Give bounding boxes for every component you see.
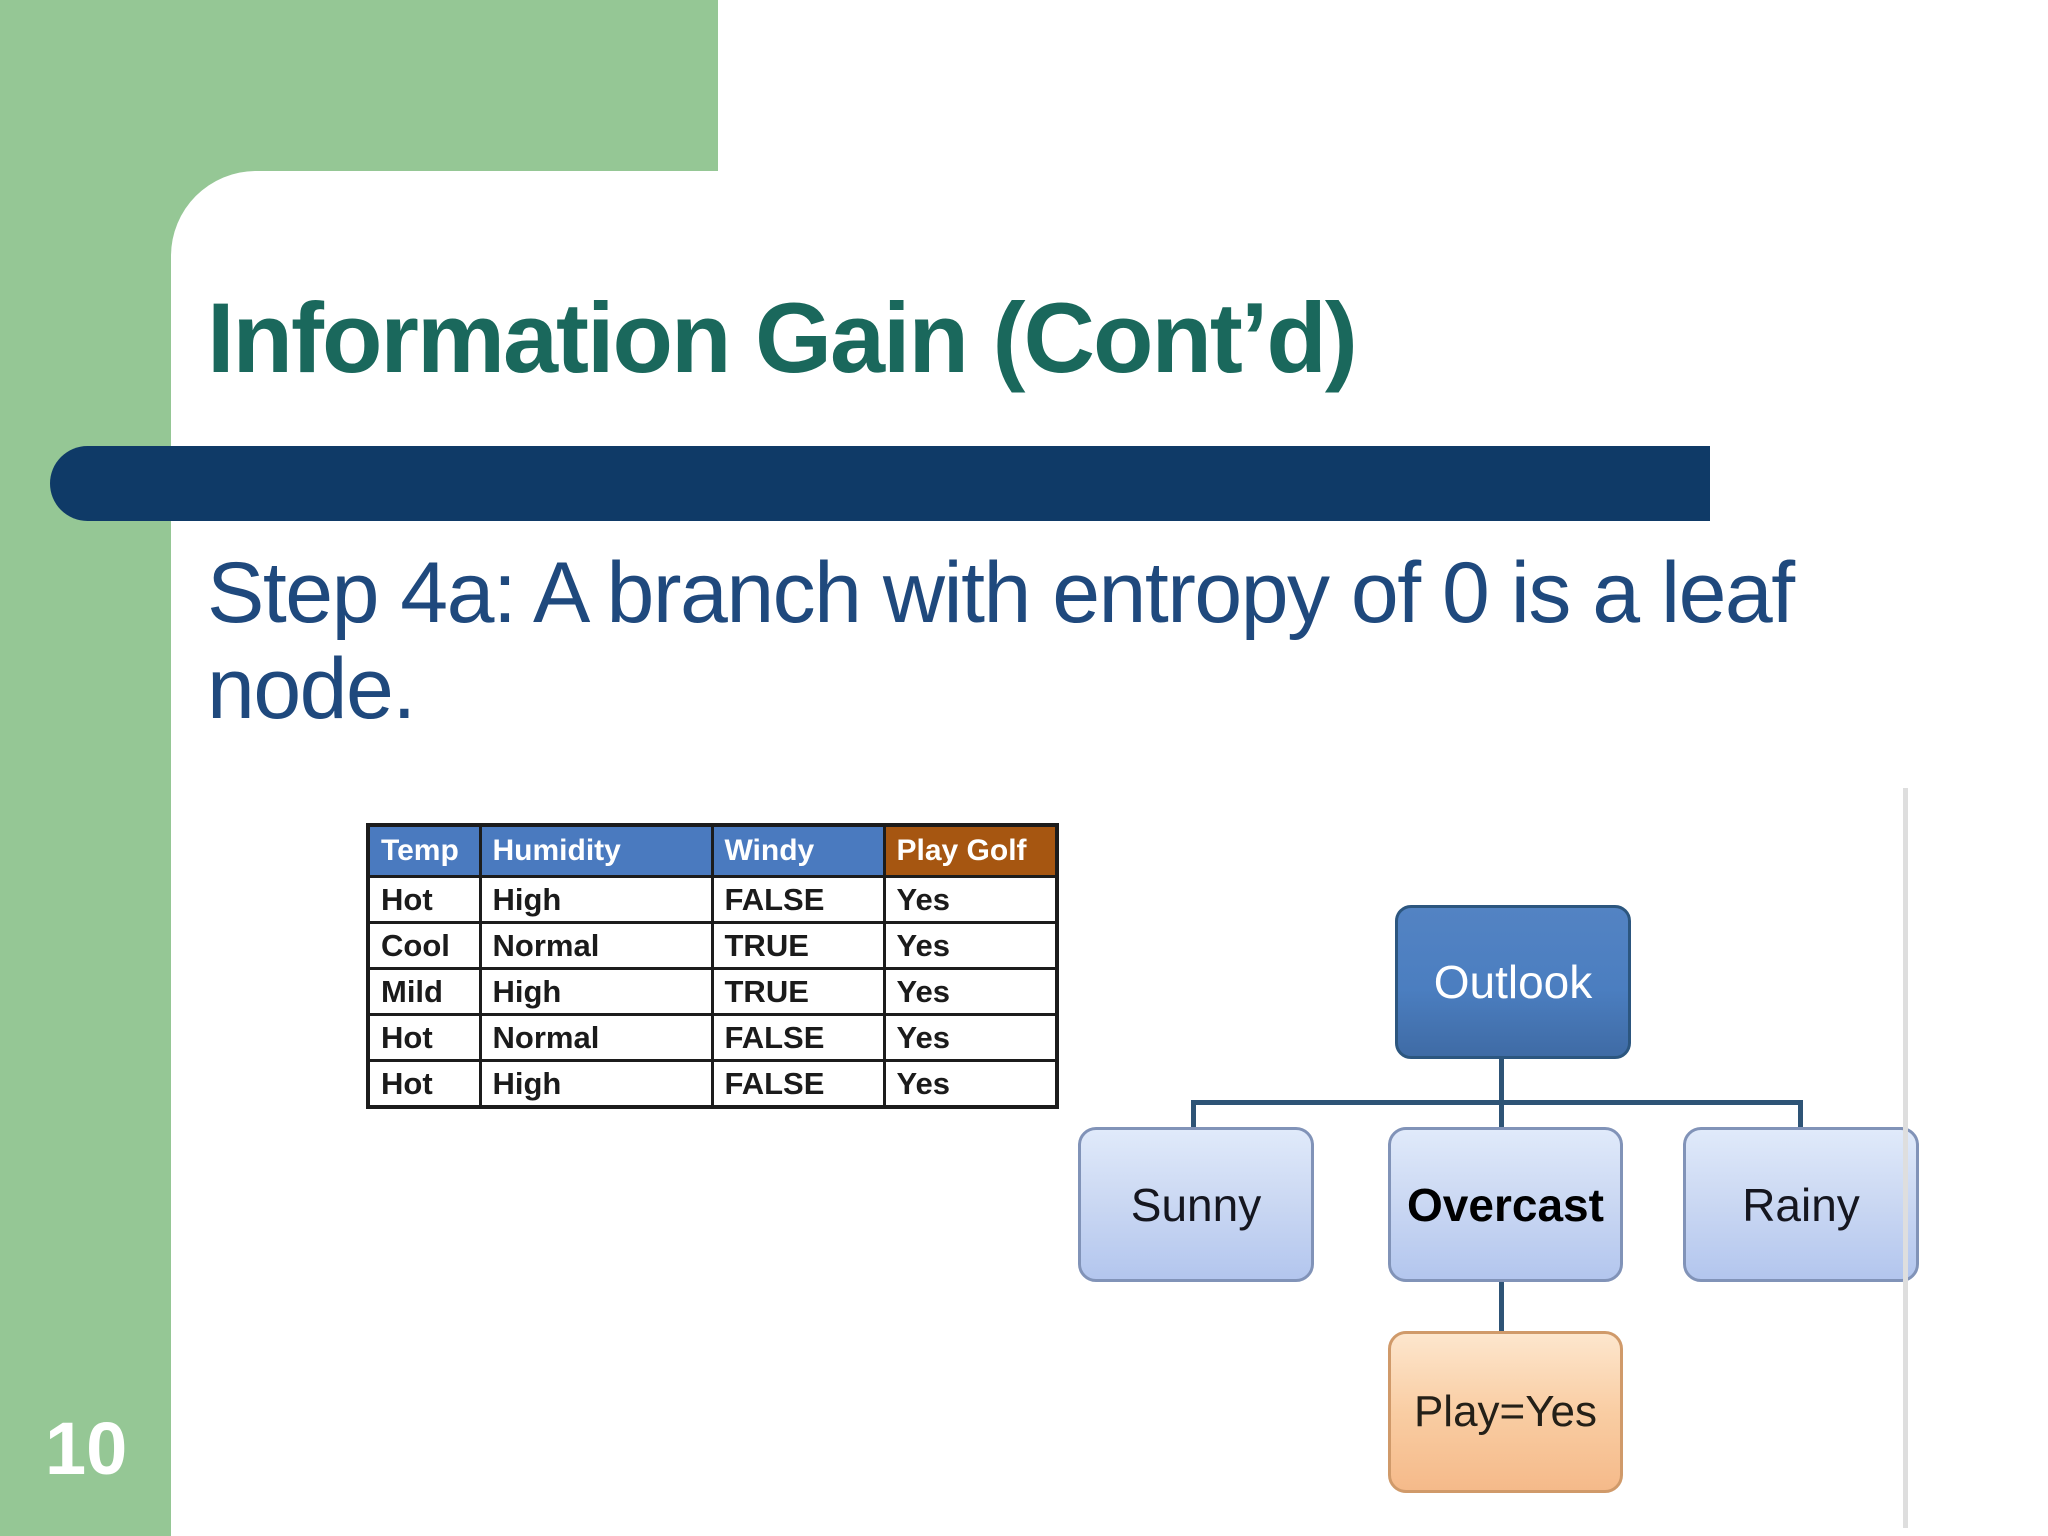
table-cell: FALSE: [710, 1059, 886, 1109]
connector-sunny-down: [1191, 1100, 1196, 1130]
table-cell: Yes: [882, 921, 1059, 970]
column-header-windy: Windy: [710, 823, 886, 878]
table-cell: High: [478, 875, 714, 924]
table-cell: Yes: [882, 1013, 1059, 1062]
image-edge-line: [1903, 788, 1908, 1528]
tree-node-rainy: Rainy: [1683, 1127, 1919, 1282]
table-cell: Hot: [366, 875, 482, 924]
tree-node-sunny: Sunny: [1078, 1127, 1314, 1282]
golf-data-table: Temp Humidity Windy Play Golf Hot High F…: [366, 823, 1059, 1109]
table-row: Mild High TRUE Yes: [366, 967, 1059, 1016]
table-row: Hot Normal FALSE Yes: [366, 1013, 1059, 1062]
table-row: Hot High FALSE Yes: [366, 875, 1059, 924]
table-cell: Yes: [882, 875, 1059, 924]
connector-branch-line: [1191, 1100, 1803, 1105]
table-cell: Yes: [882, 1059, 1059, 1109]
body-text: Step 4a: A branch with entropy of 0 is a…: [207, 545, 1795, 737]
table-row: Hot High FALSE Yes: [366, 1059, 1059, 1109]
tree-node-outlook: Outlook: [1395, 905, 1631, 1059]
slide-title: Information Gain (Cont’d): [207, 282, 1358, 393]
green-sidebar: [0, 0, 171, 1536]
connector-overcast-down: [1499, 1100, 1504, 1130]
table-cell: Hot: [366, 1013, 482, 1062]
table-cell: FALSE: [710, 1013, 886, 1062]
tree-node-overcast: Overcast: [1388, 1127, 1623, 1282]
table-cell: High: [478, 967, 714, 1016]
column-header-play-golf: Play Golf: [882, 823, 1059, 878]
table-cell: TRUE: [710, 967, 886, 1016]
table-cell: Normal: [478, 921, 714, 970]
page-number: 10: [45, 1407, 128, 1490]
column-header-temp: Temp: [366, 823, 482, 878]
connector-root-down: [1499, 1053, 1504, 1100]
tree-node-play-yes: Play=Yes: [1388, 1331, 1623, 1493]
table-cell: Mild: [366, 967, 482, 1016]
table-cell: Normal: [478, 1013, 714, 1062]
table-cell: Hot: [366, 1059, 482, 1109]
table-cell: FALSE: [710, 875, 886, 924]
table-header-row: Temp Humidity Windy Play Golf: [366, 823, 1059, 878]
body-line-1: Step 4a: A branch with entropy of 0 is a…: [207, 545, 1795, 641]
column-header-humidity: Humidity: [478, 823, 714, 878]
table-cell: TRUE: [710, 921, 886, 970]
table-cell: Cool: [366, 921, 482, 970]
connector-rainy-down: [1798, 1100, 1803, 1130]
table-row: Cool Normal TRUE Yes: [366, 921, 1059, 970]
table-cell: Yes: [882, 967, 1059, 1016]
table-cell: High: [478, 1059, 714, 1109]
title-divider-bar: [50, 446, 1710, 521]
body-line-2: node.: [207, 641, 416, 737]
connector-leaf-down: [1499, 1276, 1504, 1334]
